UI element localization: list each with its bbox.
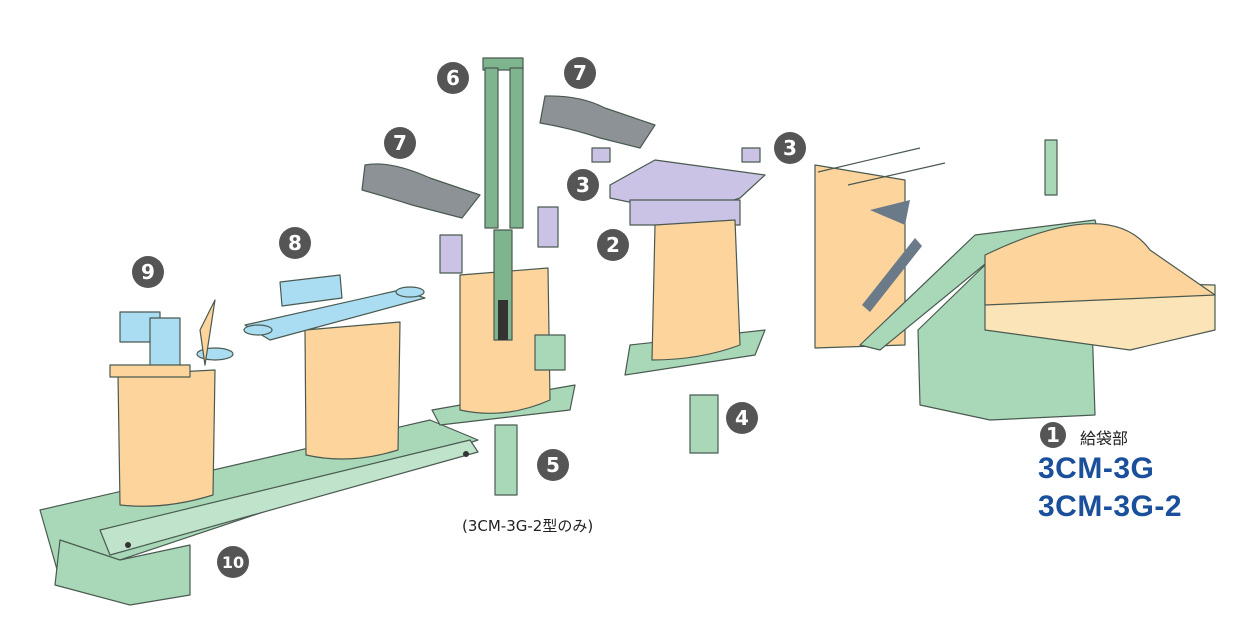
badge-5: 5 [537, 449, 569, 481]
svg-text:4: 4 [735, 406, 749, 430]
badge-3-right: 3 [774, 132, 806, 164]
heat-sealer-unit [243, 274, 426, 341]
badge-7-right: 7 [564, 57, 596, 89]
badge-9: 9 [132, 256, 164, 288]
model-name-1: 3CM-3G [1038, 452, 1155, 485]
badge-3-left: 3 [567, 169, 599, 201]
model-name-2: 3CM-3G-2 [1038, 490, 1183, 523]
bag-holder-unit [591, 147, 766, 454]
svg-text:6: 6 [446, 66, 460, 90]
conveyor [39, 419, 479, 606]
svg-text:7: 7 [573, 61, 587, 85]
bag-sewing [117, 369, 216, 507]
svg-text:8: 8 [288, 231, 302, 255]
model-note-caption: (3CM-3G-2型のみ) [462, 517, 594, 535]
svg-text:9: 9 [141, 260, 155, 284]
bag-feeder [814, 139, 1216, 421]
badge-10: 10 [217, 546, 249, 578]
bag-sealing [304, 321, 401, 460]
svg-text:3: 3 [783, 136, 797, 160]
badge-2: 2 [597, 229, 629, 261]
svg-text:7: 7 [393, 131, 407, 155]
filling-station [431, 206, 576, 496]
bag-closer-unit [109, 299, 234, 378]
badge-6: 6 [437, 62, 469, 94]
svg-text:1: 1 [1046, 423, 1060, 447]
badge-7-left: 7 [384, 127, 416, 159]
filling-tube [482, 57, 524, 341]
svg-text:2: 2 [606, 233, 620, 257]
svg-text:5: 5 [546, 453, 560, 477]
dust-duct-left [361, 163, 481, 219]
svg-text:10: 10 [222, 553, 244, 572]
bag-feeder-label: 給袋部 [1080, 429, 1129, 448]
dust-duct-right [539, 95, 656, 149]
badge-4: 4 [726, 402, 758, 434]
badge-8: 8 [279, 227, 311, 259]
svg-text:3: 3 [576, 173, 590, 197]
badge-1: 1 [1040, 422, 1066, 448]
